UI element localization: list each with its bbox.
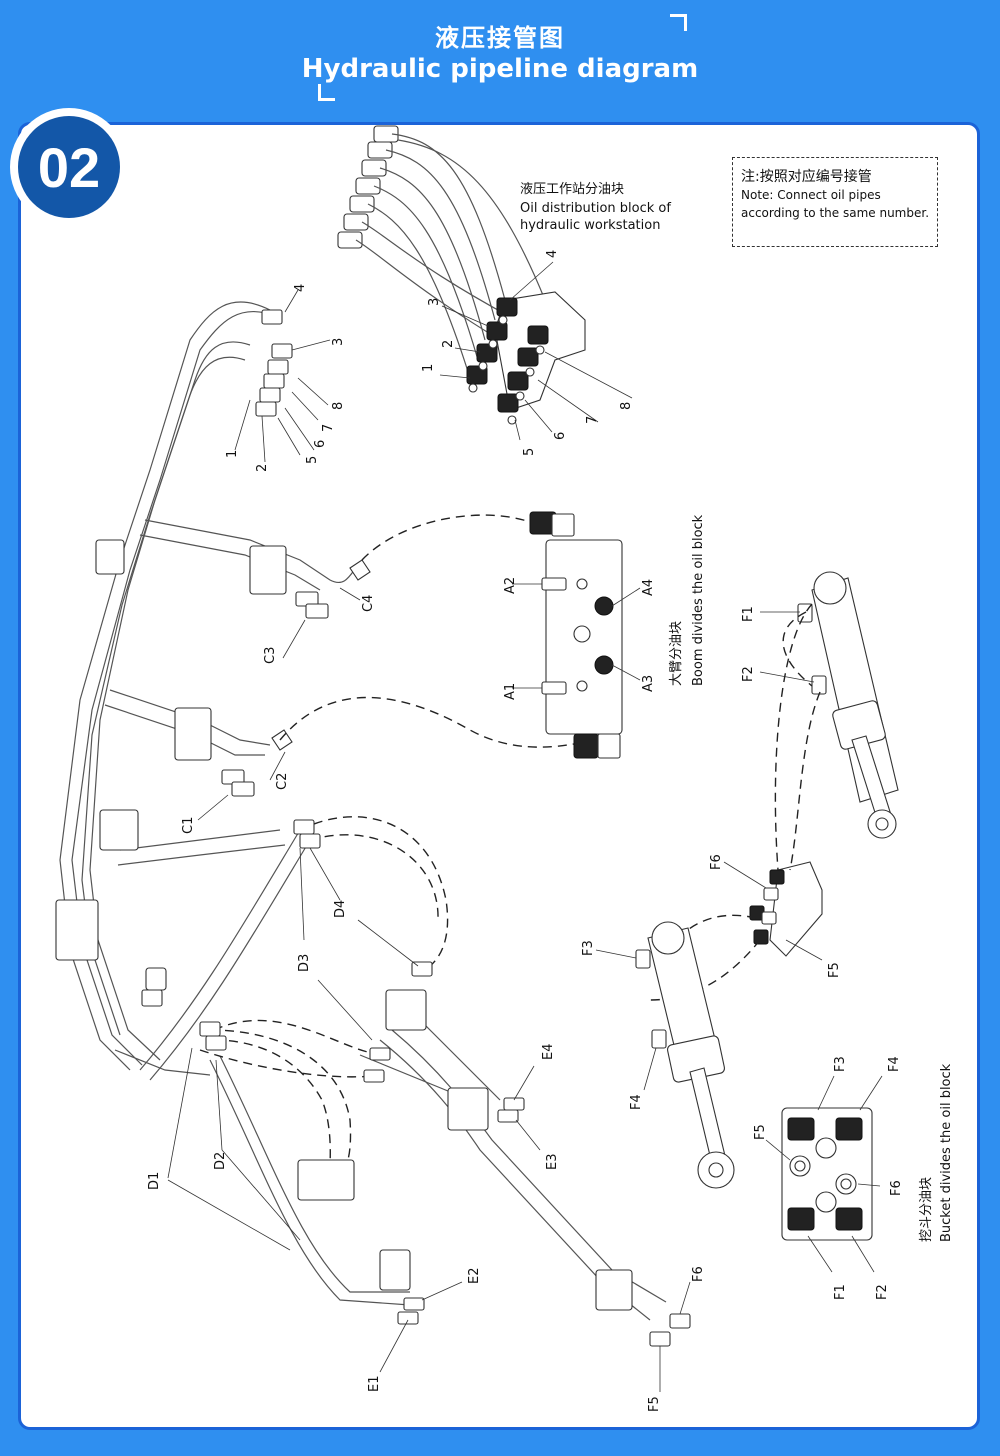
port-label-c3: C3 bbox=[263, 647, 278, 664]
port-label-f1-block: F1 bbox=[833, 1284, 848, 1300]
bucket-block bbox=[781, 1107, 873, 1241]
title-chinese: 液压接管图 bbox=[435, 24, 565, 52]
port-label-2-left: 2 bbox=[255, 464, 270, 472]
port-label-f4-block: F4 bbox=[887, 1056, 902, 1072]
port-label-5-left: 5 bbox=[305, 456, 320, 464]
port-label-5-top: 5 bbox=[522, 448, 537, 456]
left-fittings-top bbox=[255, 309, 293, 417]
port-label-f3-block: F3 bbox=[833, 1056, 848, 1072]
boom-block-label-en: Boom divides the oil block bbox=[691, 514, 706, 686]
port-label-d2: D2 bbox=[213, 1152, 228, 1170]
port-label-1-top: 1 bbox=[421, 364, 436, 372]
lower-fittings bbox=[141, 819, 691, 1347]
left-pipe-frame bbox=[59, 301, 359, 1076]
port-label-8-left: 8 bbox=[331, 402, 346, 410]
note-english-1: Note: Connect oil pipes bbox=[741, 188, 881, 202]
lower-cylinder bbox=[635, 921, 735, 1189]
port-label-a3: A3 bbox=[641, 675, 656, 692]
note-box: 注:按照对应编号接管 Note: Connect oil pipes accor… bbox=[732, 157, 938, 247]
port-label-f4-cyl: F4 bbox=[629, 1094, 644, 1110]
workstation-pipe-bundle bbox=[337, 125, 546, 379]
port-label-3-top: 3 bbox=[427, 298, 442, 306]
step-badge: 02 bbox=[18, 116, 120, 218]
port-label-f5-block: F5 bbox=[753, 1124, 768, 1140]
port-label-f2-block: F2 bbox=[875, 1284, 890, 1300]
port-label-f5-manifold: F5 bbox=[827, 962, 842, 978]
c-fittings bbox=[221, 559, 371, 797]
port-label-f6-block: F6 bbox=[889, 1180, 904, 1196]
port-label-d3: D3 bbox=[297, 954, 312, 972]
title-english: Hydraulic pipeline diagram bbox=[301, 54, 699, 84]
upper-right-cylinder bbox=[797, 571, 899, 839]
port-label-c1: C1 bbox=[181, 817, 196, 834]
port-label-6-top: 6 bbox=[553, 432, 568, 440]
port-label-4-top: 4 bbox=[545, 250, 560, 258]
workstation-label-en-1: Oil distribution block of bbox=[520, 201, 671, 216]
port-label-c2: C2 bbox=[275, 773, 290, 790]
corner-bracket-top-right bbox=[670, 14, 687, 31]
f-manifold bbox=[749, 861, 823, 957]
port-label-d4: D4 bbox=[333, 900, 348, 918]
workstation-label-cn: 液压工作站分油块 bbox=[520, 182, 624, 197]
frame-brackets bbox=[55, 539, 287, 961]
bucket-block-label-cn: 挖斗分油块 bbox=[919, 1177, 934, 1242]
workstation-label-en-2: hydraulic workstation bbox=[520, 218, 660, 233]
port-label-a1: A1 bbox=[503, 683, 518, 700]
port-label-8-top: 8 bbox=[619, 402, 634, 410]
port-label-c4: C4 bbox=[361, 595, 376, 612]
port-label-2-top: 2 bbox=[441, 340, 456, 348]
boom-block bbox=[529, 511, 623, 759]
note-chinese: 注:按照对应编号接管 bbox=[741, 169, 872, 185]
boom-block-label-cn: 大臂分油块 bbox=[669, 621, 684, 686]
header: 液压接管图 Hydraulic pipeline diagram bbox=[0, 0, 1000, 120]
port-label-e3: E3 bbox=[545, 1154, 560, 1171]
port-label-d1: D1 bbox=[147, 1172, 162, 1190]
port-label-e1: E1 bbox=[367, 1376, 382, 1393]
port-label-1-left: 1 bbox=[225, 450, 240, 458]
port-label-4-left: 4 bbox=[293, 284, 308, 292]
note-english-2: according to the same number. bbox=[741, 206, 930, 220]
bucket-block-label-en: Bucket divides the oil block bbox=[939, 1063, 954, 1242]
port-label-f2-cyl: F2 bbox=[741, 666, 756, 682]
port-label-6-left: 6 bbox=[313, 440, 328, 448]
port-label-7-top: 7 bbox=[585, 416, 600, 424]
corner-bracket-bottom-left bbox=[318, 84, 335, 101]
port-label-f3-cyl: F3 bbox=[581, 940, 596, 956]
port-label-f6-manifold: F6 bbox=[709, 854, 724, 870]
port-label-3-left: 3 bbox=[331, 338, 346, 346]
port-label-f6-arm: F6 bbox=[691, 1266, 706, 1282]
workstation-block bbox=[439, 261, 633, 441]
port-label-e2: E2 bbox=[467, 1268, 482, 1285]
port-label-7-left: 7 bbox=[321, 424, 336, 432]
port-label-e4: E4 bbox=[541, 1044, 556, 1061]
port-label-a2: A2 bbox=[503, 577, 518, 594]
lower-arm-pipes bbox=[139, 829, 667, 1321]
port-label-a4: A4 bbox=[641, 579, 656, 596]
port-label-f5-arm: F5 bbox=[647, 1396, 662, 1412]
port-label-f1-cyl: F1 bbox=[741, 606, 756, 622]
